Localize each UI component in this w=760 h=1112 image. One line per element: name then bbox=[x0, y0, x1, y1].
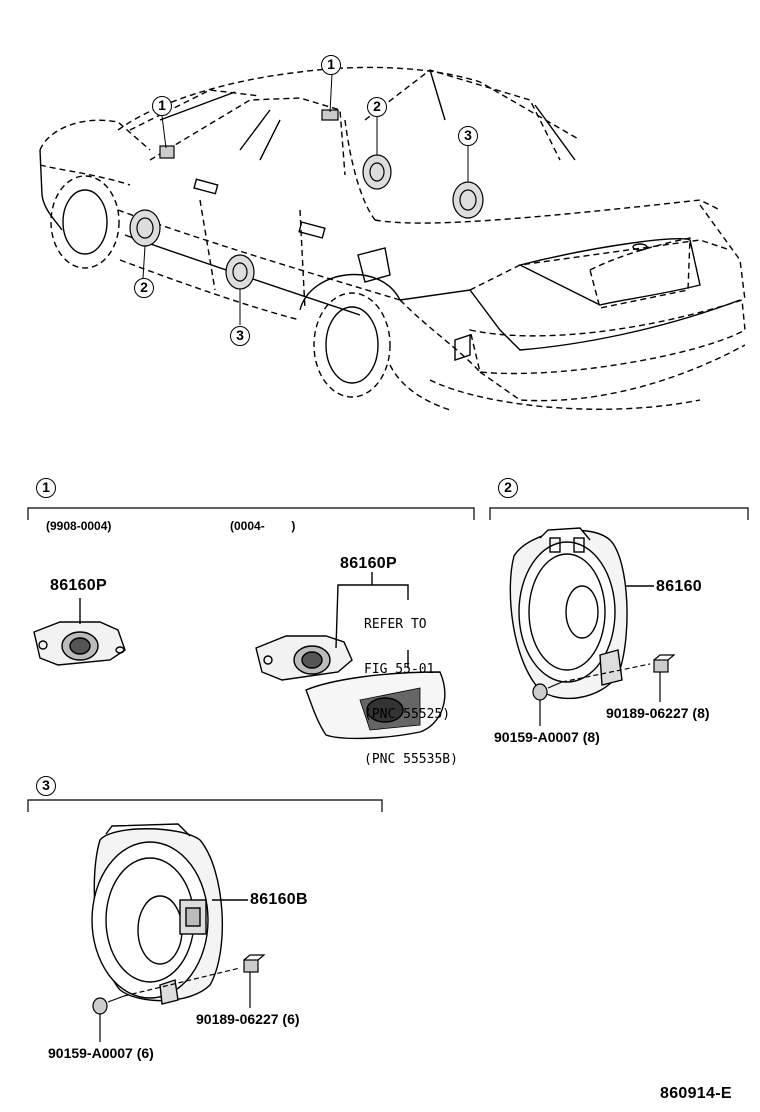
s2-part: 86160 bbox=[656, 578, 702, 595]
screw-90159 bbox=[532, 663, 651, 726]
figure-code: 860914-E bbox=[660, 1085, 732, 1102]
section-3-marker: 3 bbox=[36, 776, 56, 796]
speaker-86160B bbox=[91, 823, 248, 1005]
s1-date-right: (0004- ) bbox=[230, 519, 296, 533]
s1-part-left: 86160P bbox=[50, 577, 107, 594]
screw-90159-s3 bbox=[92, 967, 241, 1042]
callout-3-car-rear-door: 3 bbox=[230, 326, 250, 346]
section-1-marker: 1 bbox=[36, 478, 56, 498]
s1-date-left: (9908-0004) bbox=[46, 519, 112, 533]
section-3-art bbox=[27, 799, 383, 1042]
refer-line-2: FIG 55-01 bbox=[364, 662, 435, 677]
s1-refer-note: REFER TO FIG 55-01 (PNC 55525) (PNC 5553… bbox=[364, 587, 458, 782]
section-2-art bbox=[489, 507, 749, 726]
tweeter-right bbox=[255, 572, 446, 740]
s1-part-right: 86160P bbox=[340, 555, 397, 572]
car-illustration bbox=[39, 66, 746, 411]
speaker-86160 bbox=[509, 527, 654, 700]
callout-1-car-roof: 1 bbox=[321, 55, 341, 75]
s2-screw: 90159-A0007 (8) bbox=[494, 729, 600, 745]
s3-part: 86160B bbox=[250, 891, 308, 908]
callout-3-car-rear-shelf: 3 bbox=[458, 126, 478, 146]
callout-2-car-front-door: 2 bbox=[134, 278, 154, 298]
refer-line-4: (PNC 55535B) bbox=[364, 752, 458, 767]
s2-nut: 90189-06227 (8) bbox=[606, 705, 710, 721]
callout-1-car-front: 1 bbox=[152, 96, 172, 116]
section-2-marker: 2 bbox=[498, 478, 518, 498]
refer-line-1: REFER TO bbox=[364, 617, 427, 632]
section-1-art bbox=[27, 507, 475, 740]
callout-2-car-rear-door: 2 bbox=[367, 97, 387, 117]
refer-line-3: (PNC 55525) bbox=[364, 707, 451, 722]
nut-90189 bbox=[653, 654, 676, 702]
nut-90189-s3 bbox=[243, 954, 266, 1008]
tweeter-left bbox=[33, 598, 126, 666]
s3-screw: 90159-A0007 (6) bbox=[48, 1045, 154, 1061]
s3-nut: 90189-06227 (6) bbox=[196, 1011, 300, 1027]
